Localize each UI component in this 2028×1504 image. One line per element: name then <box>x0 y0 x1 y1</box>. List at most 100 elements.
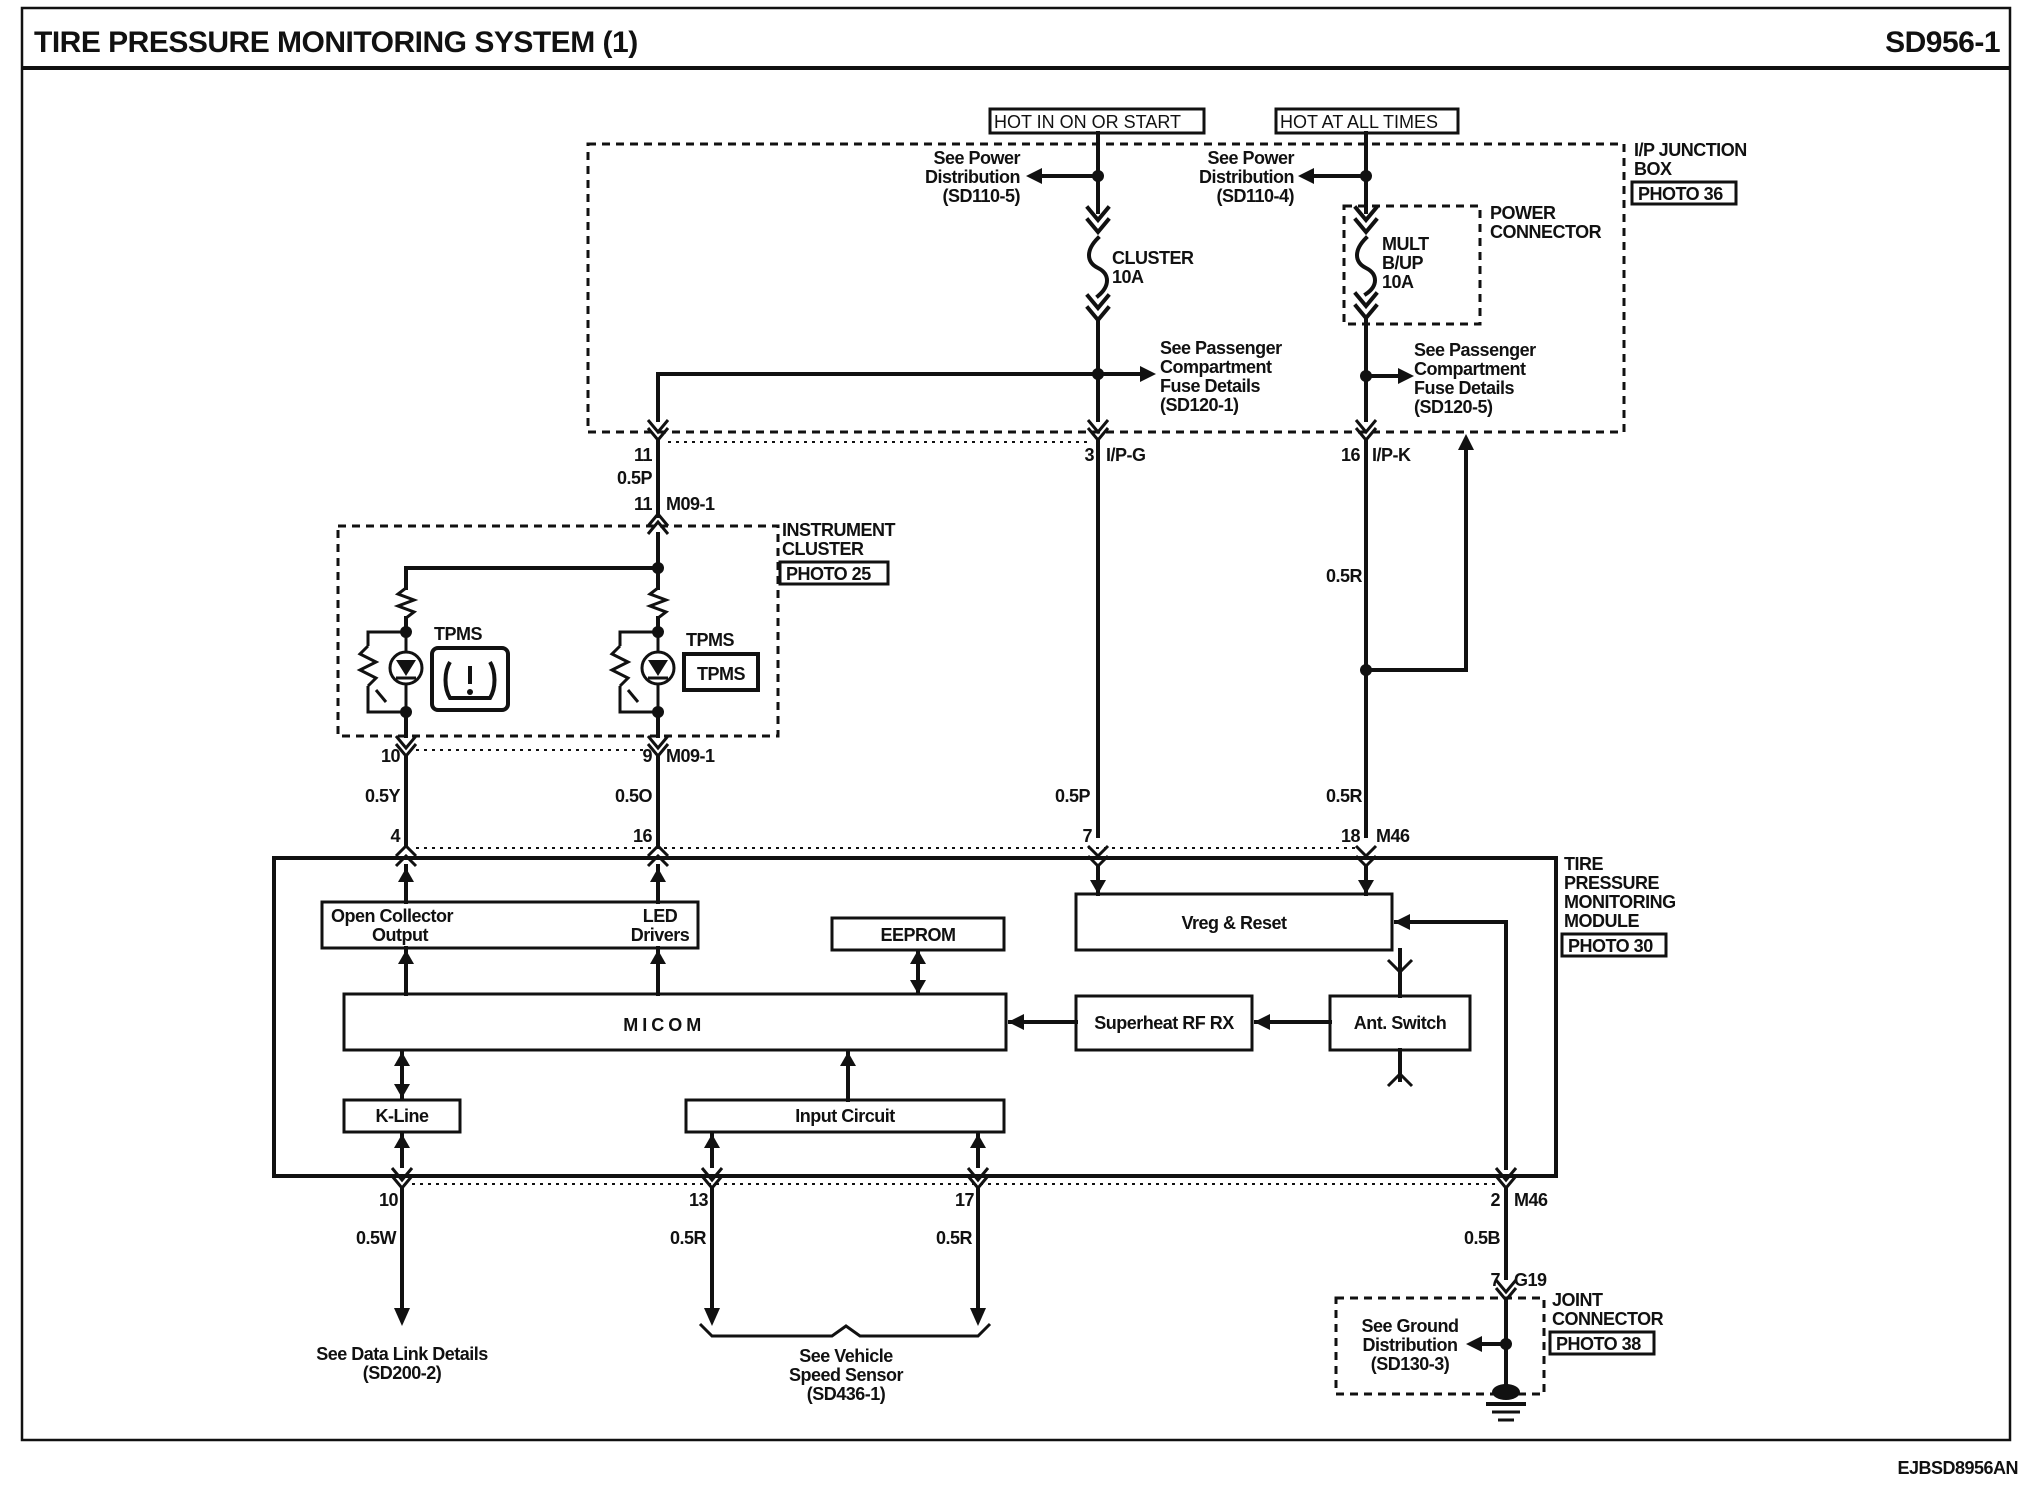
tpms-badge: TPMS <box>697 664 745 684</box>
pin-m09-9: 9 <box>642 746 652 766</box>
ground-label-3: (SD130-3) <box>1371 1354 1450 1374</box>
connector-m46-bottom: M46 <box>1514 1190 1548 1210</box>
vss-brace <box>698 1322 992 1338</box>
joint-connector-outline <box>1334 1296 1546 1396</box>
instrument-cluster-label-1: INSTRUMENT <box>782 520 895 540</box>
conn-jb-11 <box>646 419 670 435</box>
arrow-see-pass-right <box>1398 368 1414 384</box>
wire-label-0-5b: 0.5B <box>1464 1228 1501 1248</box>
joint-connector-photo: PHOTO 38 <box>1556 1334 1641 1354</box>
wire-label-0-5r-mid: 0.5R <box>1326 786 1363 806</box>
vss-label-1: See Vehicle <box>799 1346 893 1366</box>
see-power-left-2: Distribution <box>925 167 1020 187</box>
arrow-see-pass-left <box>1140 366 1156 382</box>
power-connector-outline <box>1342 204 1482 326</box>
conn-ipg-3 <box>1086 419 1110 435</box>
pin-m46-18: 18 <box>1341 826 1361 846</box>
pin-m46-13: 13 <box>689 1190 709 1210</box>
block-input-circuit <box>684 1098 1006 1134</box>
instrument-cluster-label-2: CLUSTER <box>782 539 864 559</box>
wire-label-0-5p-top: 0.5P <box>617 468 653 488</box>
fuse-cluster-label-1: CLUSTER <box>1112 248 1194 268</box>
led-drivers-label-1: LED <box>643 906 678 926</box>
conn-m46-2 <box>1494 1167 1518 1183</box>
module-photo-box <box>1560 932 1668 958</box>
pin-m46-17: 17 <box>955 1190 975 1210</box>
pin-m46-2: 2 <box>1490 1190 1500 1210</box>
wire-cluster-feed <box>656 372 1100 422</box>
connector-m46-top: M46 <box>1376 826 1410 846</box>
wire-label-0-5r-upper: 0.5R <box>1326 566 1363 586</box>
instrument-cluster-photo: PHOTO 25 <box>786 564 871 584</box>
module-label-4: MODULE <box>1564 911 1639 931</box>
pin-m46-4: 4 <box>390 826 400 846</box>
connector-ipk: I/P-K <box>1372 445 1411 465</box>
fuse-mult-label-1: MULT <box>1382 234 1429 254</box>
conn-m46-17 <box>966 1167 990 1183</box>
connector-m09-top: M09-1 <box>666 494 715 514</box>
instrument-cluster-photo-box <box>778 560 890 586</box>
conn-g19-7 <box>1494 1279 1518 1295</box>
pin-m46-16: 16 <box>633 826 653 846</box>
ground-label-2: Distribution <box>1363 1335 1458 1355</box>
arrow-see-ground <box>1466 1336 1482 1352</box>
pin-m46-10: 10 <box>379 1190 399 1210</box>
see-pass-left-2: Compartment <box>1160 357 1272 377</box>
data-link-label-2: (SD200-2) <box>363 1363 442 1383</box>
block-output-drivers <box>320 900 700 950</box>
arrow-ipk-feedback <box>1458 434 1474 450</box>
pin-ipk-16: 16 <box>1341 445 1361 465</box>
fuse-mult-label-2: B/UP <box>1382 253 1423 273</box>
instrument-cluster-outline <box>336 524 780 738</box>
fuse-mult-symbol <box>1355 235 1377 297</box>
diagram-frame <box>20 6 2012 1442</box>
diagram-code: SD956-1 <box>1885 26 2000 59</box>
ip-junction-box-label-2: BOX <box>1634 159 1672 179</box>
ip-junction-photo-box <box>1630 180 1738 206</box>
ant-switch-label: Ant. Switch <box>1354 1013 1447 1033</box>
resistor-left <box>393 586 419 620</box>
ground-label-1: See Ground <box>1361 1316 1458 1336</box>
conn-m09-10 <box>394 735 418 751</box>
page-title: TIRE PRESSURE MONITORING SYSTEM (1) <box>34 26 638 59</box>
wire-label-0-5o: 0.5O <box>615 786 653 806</box>
hot-always-label: HOT AT ALL TIMES <box>1280 112 1438 132</box>
pin-m09-10: 10 <box>381 746 401 766</box>
module-label-2: PRESSURE <box>1564 873 1660 893</box>
see-pass-right-3: Fuse Details <box>1414 378 1515 398</box>
power-connector-label-1: POWER <box>1490 203 1556 223</box>
conn-ipk-16 <box>1354 419 1378 435</box>
pin-g19-7: 7 <box>1490 1270 1500 1290</box>
see-pass-right-4: (SD120-5) <box>1414 397 1493 417</box>
fuse-cluster-label-2: 10A <box>1112 267 1144 287</box>
tpms-module-outline <box>272 856 1558 1178</box>
arrow-see-power-right <box>1298 168 1314 184</box>
wire-ipk-feedback <box>1364 446 1468 672</box>
see-power-left-3: (SD110-5) <box>942 186 1020 206</box>
fuse-cluster-symbol <box>1087 235 1109 299</box>
conn-m09-9 <box>646 735 670 751</box>
wire-m46-pin2-feed <box>1394 920 1508 1170</box>
vss-label-2: Speed Sensor <box>789 1365 904 1385</box>
see-pass-left-3: Fuse Details <box>1160 376 1261 396</box>
fuse-cluster-chevron-top <box>1085 205 1111 224</box>
ip-junction-photo: PHOTO 36 <box>1638 184 1723 204</box>
see-power-right-2: Distribution <box>1199 167 1294 187</box>
connector-ipg: I/P-G <box>1106 445 1146 465</box>
pin-ipg-3: 3 <box>1084 445 1094 465</box>
joint-connector-photo-box <box>1548 1330 1656 1356</box>
module-label-3: MONITORING <box>1564 892 1676 912</box>
lamp-left-resistor <box>356 644 380 688</box>
wire-label-0-5p-mid: 0.5P <box>1055 786 1091 806</box>
pin-m46-7: 7 <box>1082 826 1092 846</box>
ground-icon <box>1492 1384 1520 1400</box>
conn-m46-10 <box>390 1167 414 1183</box>
wire-label-0-5w: 0.5W <box>356 1228 397 1248</box>
connector-m09-bottom: M09-1 <box>666 746 715 766</box>
pin-m09-11: 11 <box>634 494 653 514</box>
micom-label: M I C O M <box>623 1015 701 1035</box>
connector-g19: G19 <box>1514 1270 1547 1290</box>
block-micom <box>342 992 1008 1052</box>
conn-m46-13 <box>700 1167 724 1183</box>
